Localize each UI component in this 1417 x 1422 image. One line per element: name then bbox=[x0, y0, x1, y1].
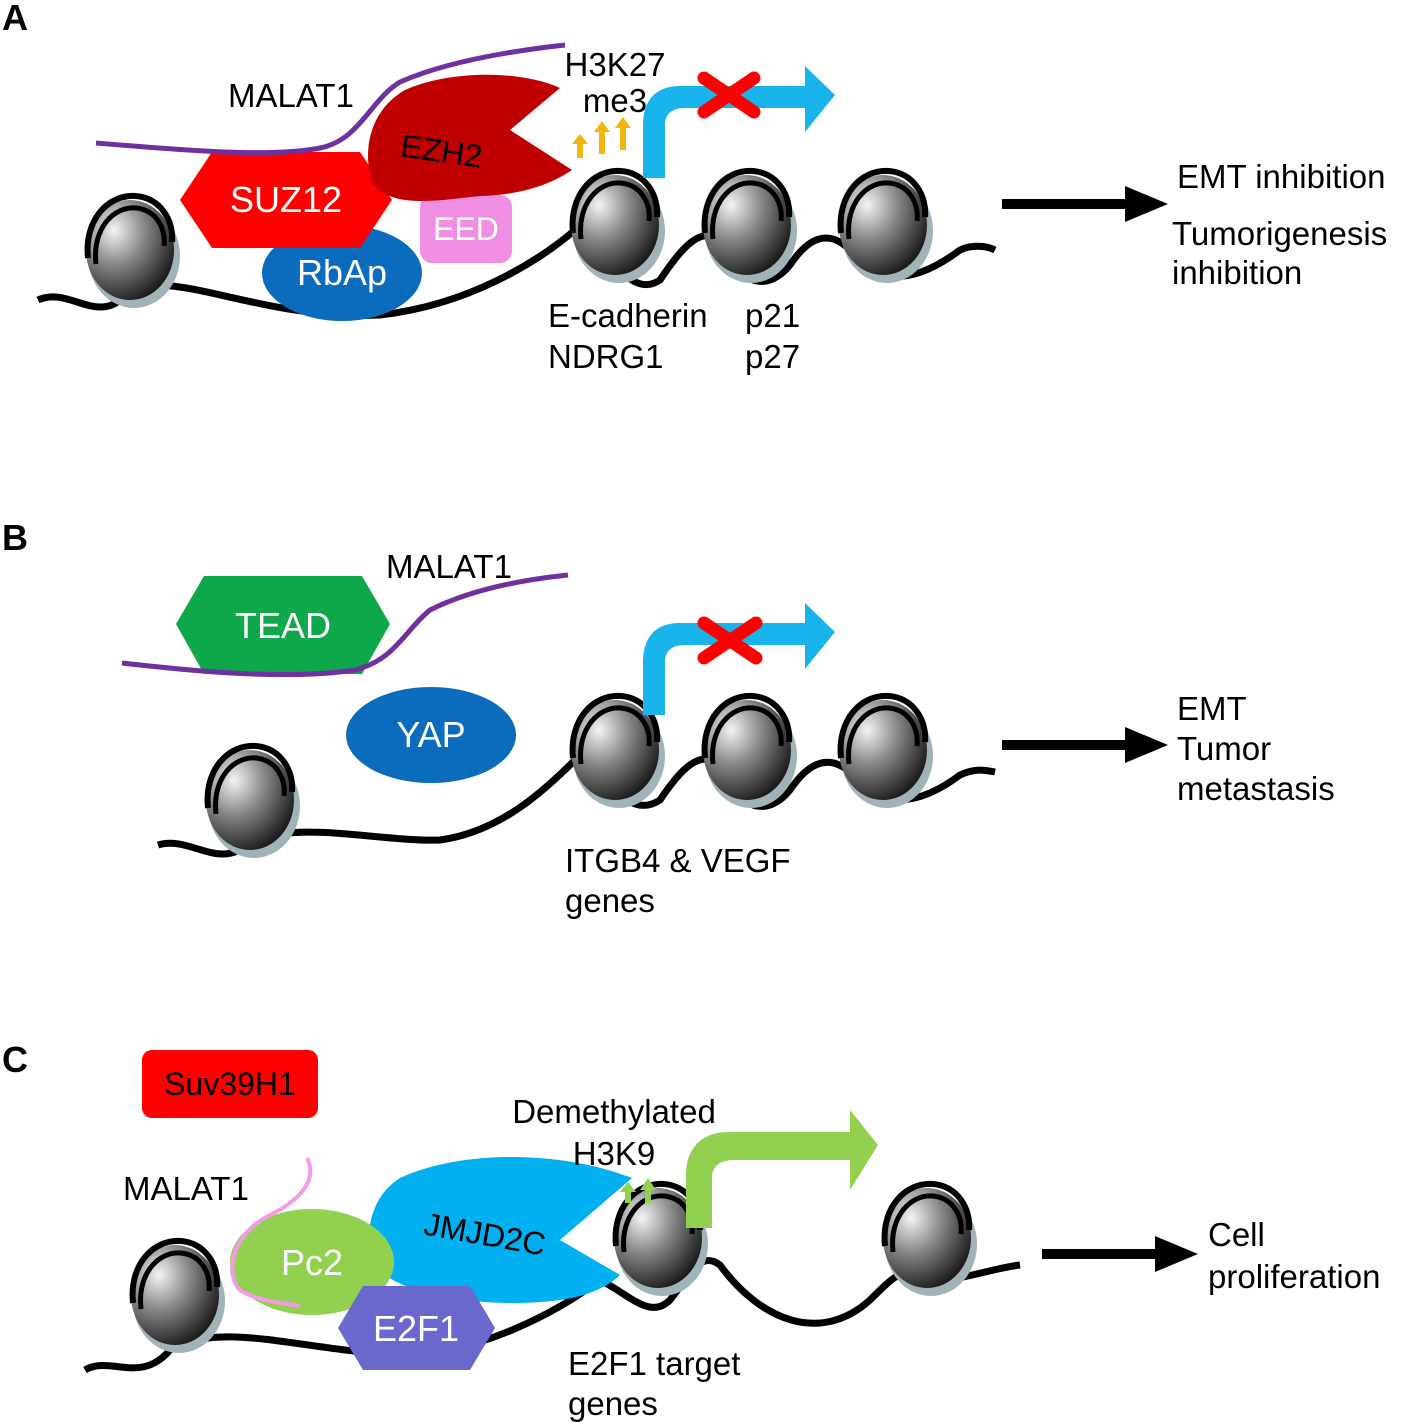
panel-b-outcome-line2: Tumor bbox=[1177, 730, 1271, 767]
panel-a: A RbAp SUZ12 EED EZH2 MALAT1 H3K27 me3 E… bbox=[2, 0, 1387, 375]
panel-a-gene-ndrg1: NDRG1 bbox=[548, 338, 664, 375]
panel-b-nucleosome-3 bbox=[703, 696, 797, 808]
panel-c-mark-line1: Demethylated bbox=[512, 1093, 716, 1130]
panel-b-block-x bbox=[697, 616, 763, 665]
panel-b-tead bbox=[176, 576, 390, 674]
panel-b: B TEAD MALAT1 YAP ITGB4 & VEGF genes EMT… bbox=[2, 517, 1335, 919]
panel-a-mark-line2: me3 bbox=[583, 82, 647, 119]
panel-a-nucleosome-1 bbox=[86, 196, 180, 308]
panel-a-block-x bbox=[697, 71, 761, 119]
panel-c-pc2 bbox=[230, 1209, 394, 1315]
panel-a-malat1-strand bbox=[95, 42, 566, 156]
panel-c-demethylation-arrows bbox=[620, 1178, 656, 1203]
panel-b-malat1-label: MALAT1 bbox=[386, 548, 512, 585]
panel-a-eed-label: EED bbox=[433, 211, 499, 247]
panel-b-yap bbox=[346, 687, 516, 783]
panel-a-outcome-arrow bbox=[1002, 186, 1168, 222]
panel-a-outcome-line1: EMT inhibition bbox=[1177, 158, 1386, 195]
panel-b-nucleosome-4 bbox=[839, 696, 933, 808]
panel-a-eed bbox=[420, 195, 512, 263]
panel-a-rbap-label: RbAp bbox=[297, 252, 387, 293]
panel-c-genes-line1: E2F1 target bbox=[568, 1345, 740, 1382]
panel-b-outcome-line1: EMT bbox=[1177, 690, 1247, 727]
panel-c-suv39h1-label: Suv39H1 bbox=[164, 1066, 296, 1102]
panel-a-mark-line1: H3K27 bbox=[565, 46, 666, 83]
panel-b-genes-line1: ITGB4 & VEGF bbox=[565, 842, 791, 879]
panel-a-nucleosome-2 bbox=[571, 171, 665, 283]
panel-c-pc2-label: Pc2 bbox=[281, 1242, 343, 1283]
panel-c-malat1-label: MALAT1 bbox=[123, 1170, 249, 1207]
panel-a-outcome-line3: inhibition bbox=[1172, 254, 1302, 291]
panel-a-nucleosome-4 bbox=[839, 171, 933, 283]
panel-a-outcome-line2: Tumorigenesis bbox=[1172, 215, 1387, 252]
panel-a-gene-p21: p21 bbox=[745, 297, 800, 334]
panel-a-gene-p27: p27 bbox=[745, 338, 800, 375]
panel-c-transcription-arrow bbox=[686, 1110, 878, 1228]
panel-a-ezh2 bbox=[368, 74, 572, 202]
panel-a-malat1-label: MALAT1 bbox=[228, 77, 354, 114]
panel-c-malat1-strand bbox=[230, 1157, 313, 1308]
panel-c-suv39h1 bbox=[142, 1050, 318, 1118]
panel-b-transcription-arrow bbox=[643, 603, 835, 715]
panel-b-outcome-arrow bbox=[1002, 727, 1168, 763]
panel-a-letter: A bbox=[2, 0, 28, 38]
panel-b-genes-line2: genes bbox=[565, 882, 655, 919]
panel-a-gene-e-cadherin: E-cadherin bbox=[548, 297, 708, 334]
panel-c-letter: C bbox=[2, 1039, 28, 1080]
panel-b-tead-label: TEAD bbox=[235, 605, 331, 646]
panel-c-mark-line2: H3K9 bbox=[573, 1135, 656, 1172]
panel-c-jmjd2c bbox=[369, 1157, 632, 1303]
panel-b-malat1-strand bbox=[121, 572, 569, 678]
panel-a-nucleosome-3 bbox=[703, 171, 797, 283]
panel-c-e2f1-label: E2F1 bbox=[373, 1308, 459, 1349]
panel-c: C Suv39H1 JMJD2C Pc2 MALAT1 E2F1 Demethy… bbox=[2, 1039, 1380, 1422]
panel-c-e2f1 bbox=[338, 1286, 495, 1370]
panel-a-rbap bbox=[262, 225, 422, 321]
panel-c-outcome-arrow bbox=[1042, 1236, 1198, 1272]
panel-a-methylation-arrows bbox=[572, 117, 631, 158]
panel-b-letter: B bbox=[2, 517, 28, 558]
panel-c-outcome-line1: Cell bbox=[1208, 1216, 1265, 1253]
panel-a-suz12 bbox=[180, 152, 392, 248]
panel-a-suz12-label: SUZ12 bbox=[230, 179, 342, 220]
panel-a-transcription-arrow bbox=[643, 66, 835, 178]
panel-c-genes-line2: genes bbox=[568, 1385, 658, 1422]
panel-c-outcome-line2: proliferation bbox=[1208, 1258, 1380, 1295]
panel-b-yap-label: YAP bbox=[396, 714, 465, 755]
panel-c-dna-strand bbox=[83, 1257, 1021, 1374]
panel-c-nucleosome-1 bbox=[131, 1241, 225, 1353]
panel-b-outcome-line3: metastasis bbox=[1177, 770, 1335, 807]
panel-b-nucleosome-1 bbox=[206, 746, 300, 858]
